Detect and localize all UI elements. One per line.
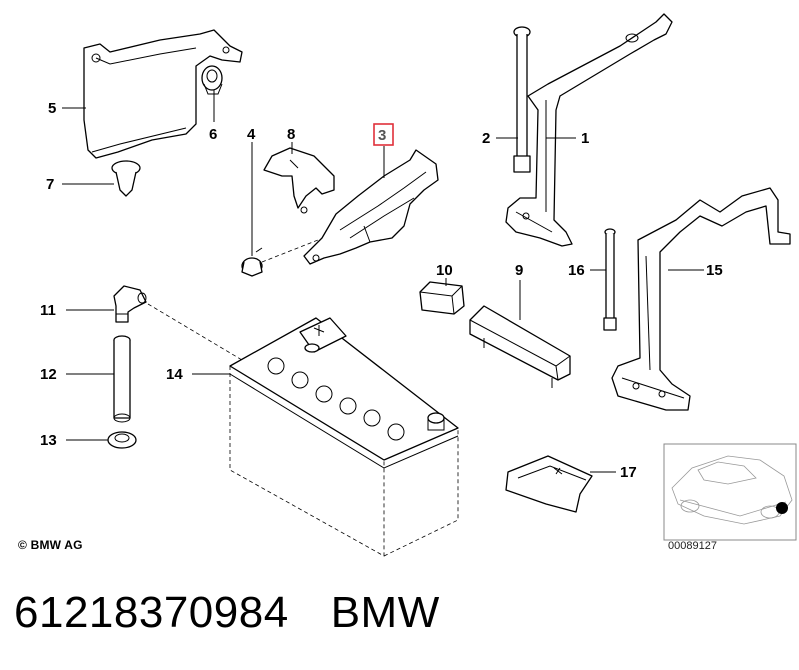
callout-10: 10 xyxy=(436,262,453,279)
assembly-line-bolt xyxy=(261,239,319,263)
part-12-vent-hose xyxy=(113,335,131,423)
brand-name: BMW xyxy=(330,588,440,637)
part-7-clip xyxy=(111,160,141,197)
callout-12: 12 xyxy=(40,366,57,383)
part-17-cover-plate xyxy=(505,455,593,513)
battery-location-marker xyxy=(776,502,788,514)
leader-lines xyxy=(62,90,704,473)
part-8-small-bracket xyxy=(263,147,335,214)
callout-6: 6 xyxy=(209,126,217,143)
part-15-clamp-bracket xyxy=(611,187,791,411)
callout-13: 13 xyxy=(40,432,57,449)
callout-16: 16 xyxy=(568,262,585,279)
callout-5: 5 xyxy=(48,100,56,117)
callout-1: 1 xyxy=(581,130,589,147)
inset-image-code: 00089127 xyxy=(668,540,717,552)
part-16-rod-bolt xyxy=(603,228,617,331)
part-6-grommet xyxy=(201,65,223,95)
callout-7: 7 xyxy=(46,176,54,193)
callout-17: 17 xyxy=(620,464,637,481)
callout-3: 3 xyxy=(378,127,386,144)
part-1-clamp-rod xyxy=(505,13,673,247)
part-number: 61218370984 xyxy=(14,588,289,637)
footer-caption: 61218370984 BMW xyxy=(14,588,440,638)
part-13-grommet-plug xyxy=(107,431,137,449)
callout-11: 11 xyxy=(40,302,56,319)
callout-8: 8 xyxy=(287,126,295,143)
part-4-bolt xyxy=(241,247,263,277)
copyright-notice: © BMW AG xyxy=(18,538,83,552)
part-10-block xyxy=(419,281,465,315)
inset-vehicle-view xyxy=(663,443,797,541)
part-14-battery xyxy=(229,317,459,557)
assembly-line-connector xyxy=(147,303,243,361)
part-9-support-pad xyxy=(469,305,571,388)
part-2-long-bolt xyxy=(513,26,531,173)
part-11-elbow-connector xyxy=(113,285,147,323)
callout-9: 9 xyxy=(515,262,523,279)
callout-3-highlight-box xyxy=(373,123,394,146)
callout-14: 14 xyxy=(166,366,183,383)
callout-2: 2 xyxy=(482,130,490,147)
callout-15: 15 xyxy=(706,262,723,279)
callout-labels: 5 6 7 4 8 3 2 1 10 9 16 15 11 12 14 13 1… xyxy=(40,100,723,481)
callout-4: 4 xyxy=(247,126,256,143)
part-5-bracket-plate xyxy=(83,29,243,159)
